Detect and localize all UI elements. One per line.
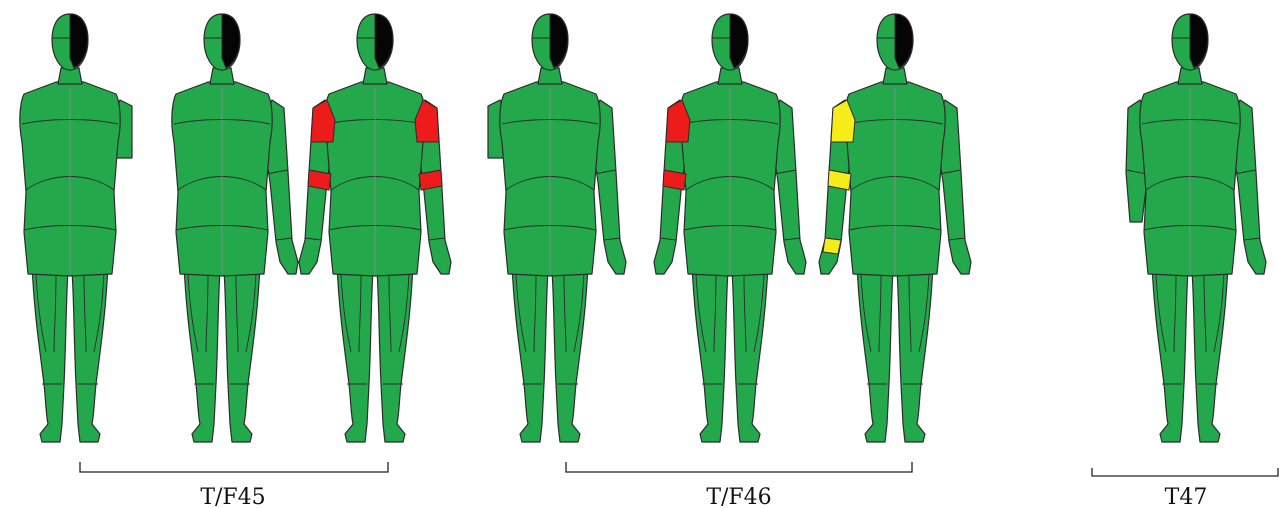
human-figure <box>488 14 626 442</box>
group-label-t-f46: T/F46 <box>706 485 771 508</box>
hair-marking <box>222 14 240 68</box>
group-label-t47: T47 <box>1165 485 1208 508</box>
human-figure <box>20 14 132 442</box>
human-figure <box>819 14 971 442</box>
hair-marking <box>1190 14 1208 68</box>
left-elbow-red-mark <box>308 170 331 190</box>
right-elbow-red-mark <box>419 170 442 190</box>
hair-marking <box>730 14 748 68</box>
group-label-t-f45: T/F45 <box>200 485 265 508</box>
hair-marking <box>550 14 568 68</box>
hair-marking <box>70 14 88 68</box>
human-figure <box>172 14 298 442</box>
left-wrist-yellow-mark <box>823 238 841 254</box>
left-elbow-red-mark <box>663 170 686 190</box>
human-figure <box>654 14 806 442</box>
left-elbow-yellow-mark <box>828 170 851 190</box>
human-figure <box>299 14 451 442</box>
human-figure <box>1126 14 1266 442</box>
hair-marking <box>375 14 393 68</box>
figures-layer <box>20 14 1266 442</box>
bracket-t47 <box>1092 468 1278 476</box>
bracket-t-f46 <box>566 462 912 472</box>
hair-marking <box>895 14 913 68</box>
bracket-t-f45 <box>80 462 388 472</box>
